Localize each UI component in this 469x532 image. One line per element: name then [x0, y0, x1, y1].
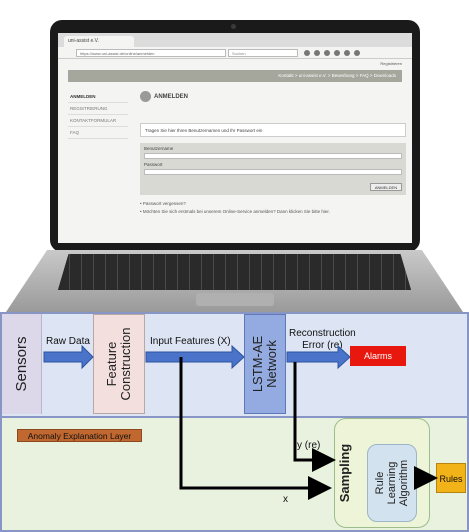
star-icon[interactable] [304, 50, 310, 56]
login-button[interactable]: ANMELDEN [370, 183, 402, 191]
bookmark-icon[interactable] [314, 50, 320, 56]
login-notice: Tragen Sie hier Ihren Benutzernamen und … [140, 123, 406, 137]
input-features-arrow [145, 344, 245, 370]
browser-tabbar: uni-assist e.V. [58, 33, 412, 47]
raw-data-arrow [43, 344, 94, 370]
recon-line-2: Error (re) [302, 340, 343, 351]
x-arrow [179, 357, 332, 500]
anomaly-explanation-layer-label: Anomaly Explanation Layer [17, 429, 142, 442]
recon-line-1: Reconstruction [289, 328, 356, 339]
y-arrow [293, 362, 336, 472]
y-re-label: y (re) [297, 440, 321, 451]
menu-icon[interactable] [354, 50, 360, 56]
login-title: ANMELDEN [154, 94, 188, 100]
extension-icon[interactable] [344, 50, 350, 56]
alarms-box: Alarms [350, 346, 406, 366]
home-icon[interactable] [334, 50, 340, 56]
site-navigation[interactable]: Kontakt > uni-assist e.V. > Bewerbung > … [68, 70, 402, 82]
first-login-link[interactable]: • Möchten Sie sich erstmals bei unserem … [140, 209, 330, 214]
help-links: • Passwort vergessen? • Möchten Sie sich… [140, 200, 330, 216]
site-sidebar: ANMELDEN REGISTRIERUNG KONTAKTFORMULAR F… [68, 91, 128, 139]
browser-tab[interactable]: uni-assist e.V. [64, 36, 134, 47]
password-field[interactable] [144, 169, 402, 175]
login-form: Benutzername Passwort [140, 143, 406, 195]
raw-data-label: Raw Data [46, 336, 90, 347]
site-top-link[interactable]: Registrieren [380, 61, 402, 66]
lstm-ae-block: LSTM-AE Network [244, 314, 286, 414]
sensors-block: Sensors [2, 314, 42, 414]
search-bar[interactable]: Suchen [228, 49, 298, 57]
reconstruction-error-label: Reconstruction Error (re) [289, 328, 356, 352]
first-login-text[interactable]: Möchten Sie sich erstmals bei unserem On… [142, 209, 330, 214]
username-field[interactable] [144, 153, 402, 159]
sidebar-item-registrierung[interactable]: REGISTRIERUNG [68, 103, 128, 115]
keyboard [58, 254, 411, 290]
camera-icon [231, 24, 236, 29]
rules-box: Rules [436, 463, 466, 493]
feature-construction-block: Feature Construction [93, 314, 145, 414]
sidebar-item-kontaktformular[interactable]: KONTAKTFORMULAR [68, 115, 128, 127]
sidebar-item-faq[interactable]: FAQ [68, 127, 128, 139]
rule-learning-block: Rule Learning Algorithm [367, 444, 417, 522]
trackpad [196, 293, 274, 306]
input-features-label: Input Features (X) [150, 336, 231, 347]
url-bar[interactable]: https://www.uni-assist.de/online/anmelde… [76, 49, 226, 57]
user-icon [140, 91, 151, 102]
laptop-screen: uni-assist e.V. https://www.uni-assist.d… [58, 33, 412, 243]
x-label: x [283, 494, 288, 505]
forgot-password-link[interactable]: • Passwort vergessen? [140, 201, 186, 206]
password-label: Passwort [144, 162, 163, 167]
forgot-password-text[interactable]: Passwort vergessen? [142, 201, 186, 206]
sidebar-item-anmelden[interactable]: ANMELDEN [68, 91, 128, 103]
download-icon[interactable] [324, 50, 330, 56]
username-label: Benutzername [144, 146, 174, 151]
